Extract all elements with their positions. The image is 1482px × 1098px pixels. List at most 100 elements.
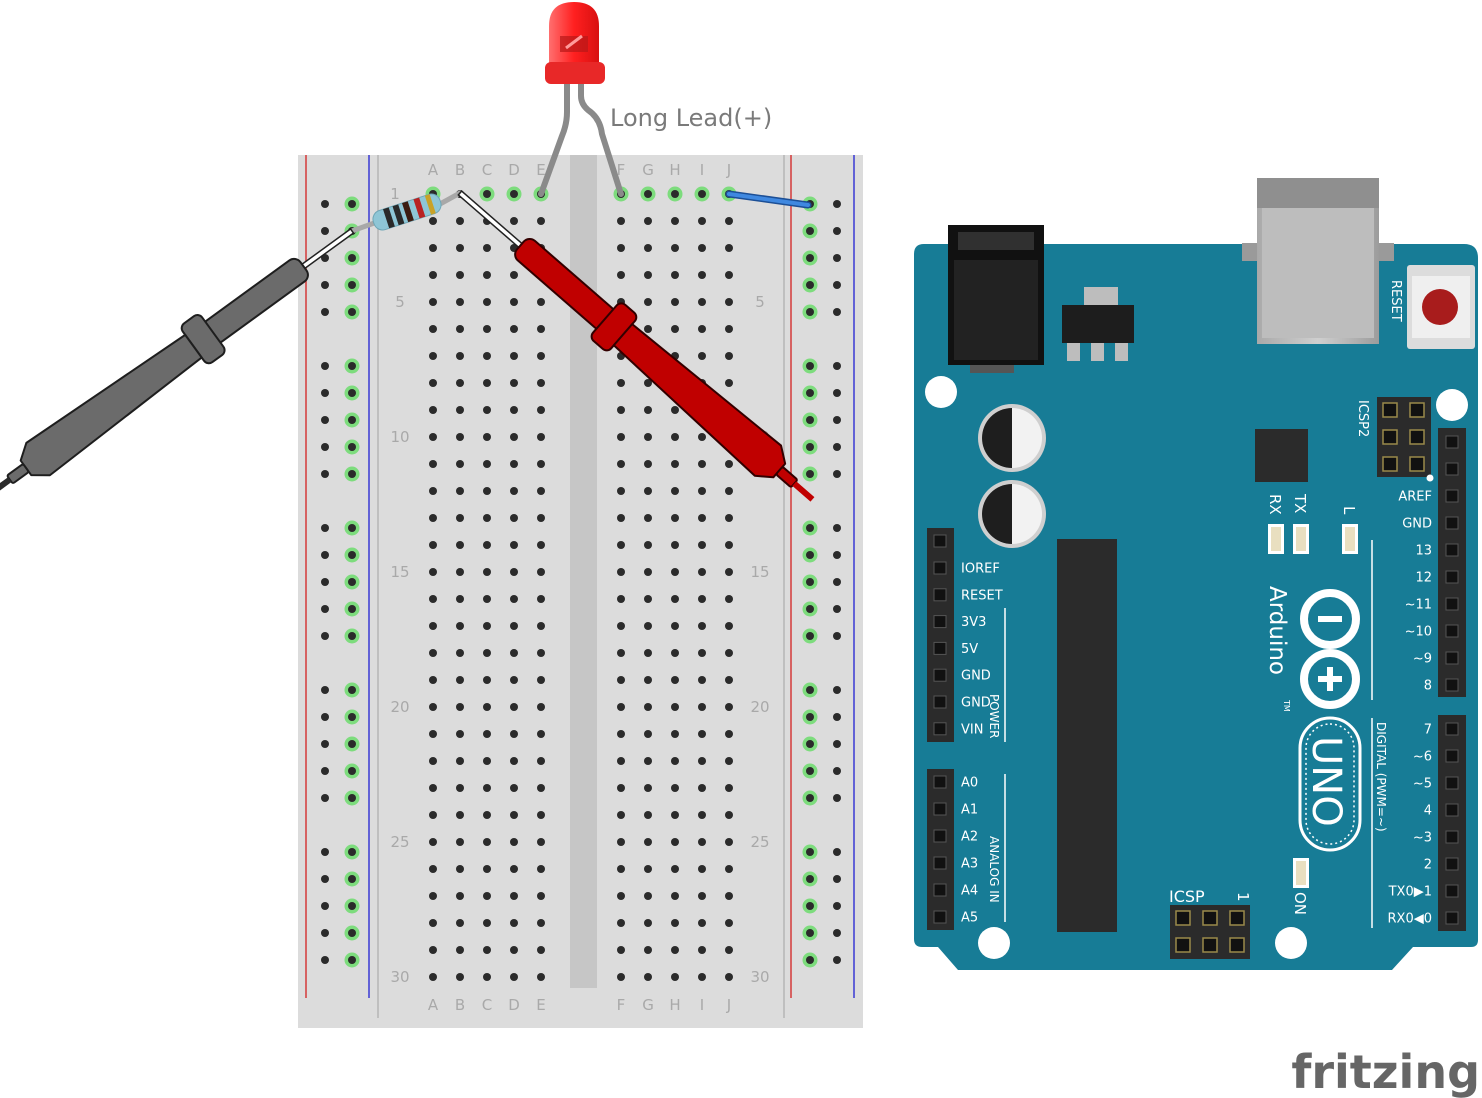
breadboard-hole[interactable]: [617, 460, 625, 468]
breadboard-hole[interactable]: [833, 524, 841, 532]
breadboard-hole[interactable]: [429, 622, 437, 630]
breadboard-hole[interactable]: [671, 946, 679, 954]
breadboard-hole[interactable]: [806, 470, 814, 478]
icsp-pin[interactable]: [1382, 456, 1398, 472]
breadboard-hole[interactable]: [456, 784, 464, 792]
breadboard-hole[interactable]: [806, 389, 814, 397]
icsp-pin[interactable]: [1202, 910, 1218, 926]
breadboard-hole[interactable]: [483, 946, 491, 954]
breadboard-hole[interactable]: [483, 271, 491, 279]
breadboard-hole[interactable]: [537, 541, 545, 549]
breadboard-hole[interactable]: [429, 703, 437, 711]
header-pin[interactable]: [933, 856, 947, 870]
breadboard-hole[interactable]: [510, 811, 518, 819]
breadboard-hole[interactable]: [725, 973, 733, 981]
breadboard-hole[interactable]: [644, 892, 652, 900]
breadboard-hole[interactable]: [833, 794, 841, 802]
breadboard-hole[interactable]: [348, 740, 356, 748]
breadboard-hole[interactable]: [510, 649, 518, 657]
digital-header-bottom[interactable]: [1438, 715, 1466, 931]
breadboard-hole[interactable]: [483, 541, 491, 549]
breadboard-hole[interactable]: [833, 362, 841, 370]
breadboard-hole[interactable]: [671, 298, 679, 306]
breadboard-hole[interactable]: [321, 281, 329, 289]
header-pin[interactable]: [1445, 749, 1459, 763]
breadboard-hole[interactable]: [698, 946, 706, 954]
breadboard-hole[interactable]: [483, 298, 491, 306]
breadboard-hole[interactable]: [806, 308, 814, 316]
breadboard-hole[interactable]: [429, 271, 437, 279]
breadboard-hole[interactable]: [429, 217, 437, 225]
breadboard-hole[interactable]: [537, 946, 545, 954]
breadboard-hole[interactable]: [321, 632, 329, 640]
breadboard-hole[interactable]: [510, 379, 518, 387]
breadboard-hole[interactable]: [321, 740, 329, 748]
breadboard-hole[interactable]: [644, 622, 652, 630]
breadboard-hole[interactable]: [456, 649, 464, 657]
breadboard-hole[interactable]: [806, 416, 814, 424]
breadboard-hole[interactable]: [456, 946, 464, 954]
breadboard-hole[interactable]: [483, 379, 491, 387]
breadboard-hole[interactable]: [671, 460, 679, 468]
breadboard-hole[interactable]: [483, 622, 491, 630]
breadboard-hole[interactable]: [698, 757, 706, 765]
breadboard-hole[interactable]: [833, 740, 841, 748]
breadboard-hole[interactable]: [429, 649, 437, 657]
breadboard-hole[interactable]: [429, 406, 437, 414]
breadboard-hole[interactable]: [671, 676, 679, 684]
breadboard-hole[interactable]: [833, 848, 841, 856]
breadboard-hole[interactable]: [698, 892, 706, 900]
breadboard-hole[interactable]: [348, 902, 356, 910]
breadboard-hole[interactable]: [483, 919, 491, 927]
breadboard-hole[interactable]: [321, 470, 329, 478]
breadboard-hole[interactable]: [644, 757, 652, 765]
breadboard-hole[interactable]: [725, 244, 733, 252]
breadboard-hole[interactable]: [429, 784, 437, 792]
breadboard-hole[interactable]: [321, 443, 329, 451]
breadboard-hole[interactable]: [725, 595, 733, 603]
breadboard-hole[interactable]: [348, 200, 356, 208]
breadboard-hole[interactable]: [483, 730, 491, 738]
breadboard-hole[interactable]: [806, 254, 814, 262]
icsp2-header[interactable]: [1377, 397, 1431, 477]
breadboard-hole[interactable]: [725, 703, 733, 711]
breadboard-hole[interactable]: [725, 298, 733, 306]
breadboard-hole[interactable]: [429, 595, 437, 603]
breadboard-hole[interactable]: [348, 389, 356, 397]
breadboard-hole[interactable]: [483, 649, 491, 657]
breadboard-hole[interactable]: [644, 703, 652, 711]
breadboard-hole[interactable]: [537, 379, 545, 387]
breadboard-hole[interactable]: [510, 676, 518, 684]
breadboard-hole[interactable]: [321, 713, 329, 721]
breadboard-hole[interactable]: [321, 308, 329, 316]
breadboard-hole[interactable]: [644, 433, 652, 441]
breadboard-hole[interactable]: [725, 730, 733, 738]
breadboard-hole[interactable]: [483, 865, 491, 873]
icsp-header[interactable]: [1170, 905, 1250, 959]
header-pin[interactable]: [933, 802, 947, 816]
breadboard-hole[interactable]: [456, 703, 464, 711]
breadboard-hole[interactable]: [671, 514, 679, 522]
breadboard-hole[interactable]: [537, 433, 545, 441]
header-pin[interactable]: [933, 534, 947, 548]
breadboard-hole[interactable]: [725, 811, 733, 819]
breadboard-hole[interactable]: [537, 622, 545, 630]
header-pin[interactable]: [1445, 678, 1459, 692]
breadboard-hole[interactable]: [456, 676, 464, 684]
breadboard-hole[interactable]: [644, 379, 652, 387]
icsp-pin[interactable]: [1409, 429, 1425, 445]
breadboard-hole[interactable]: [483, 676, 491, 684]
breadboard-hole[interactable]: [698, 298, 706, 306]
breadboard-hole[interactable]: [671, 487, 679, 495]
breadboard-hole[interactable]: [456, 892, 464, 900]
breadboard-hole[interactable]: [698, 325, 706, 333]
header-pin[interactable]: [1445, 462, 1459, 476]
breadboard-hole[interactable]: [429, 838, 437, 846]
breadboard-hole[interactable]: [671, 784, 679, 792]
breadboard-hole[interactable]: [321, 902, 329, 910]
breadboard-hole[interactable]: [725, 325, 733, 333]
breadboard-hole[interactable]: [321, 956, 329, 964]
breadboard-hole[interactable]: [510, 271, 518, 279]
breadboard-hole[interactable]: [348, 416, 356, 424]
breadboard-hole[interactable]: [698, 784, 706, 792]
